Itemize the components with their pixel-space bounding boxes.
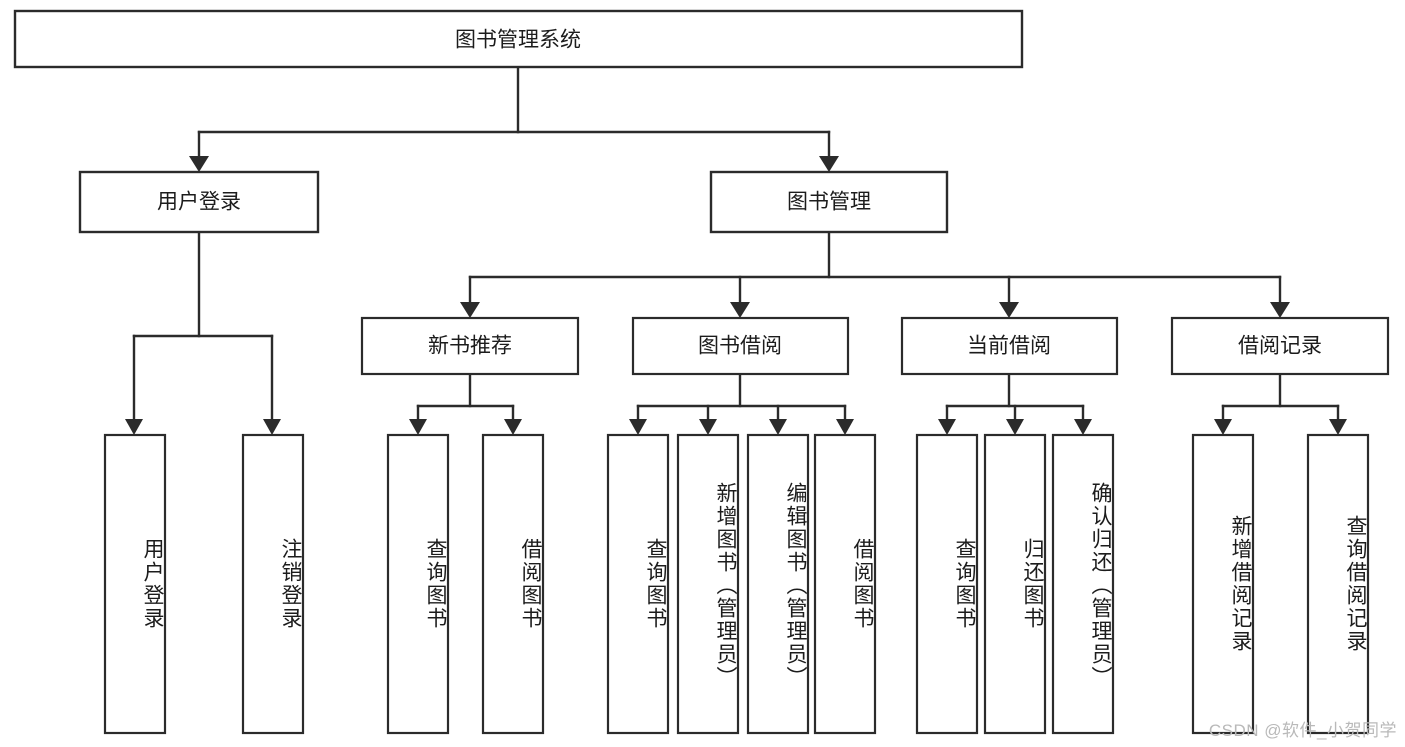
arrowhead-book-child-4 xyxy=(1270,302,1290,318)
leaf-box-user-login[interactable] xyxy=(103,433,167,735)
arrowhead-root-to-user xyxy=(189,156,209,172)
leaf-box-query-book-new[interactable] xyxy=(386,433,450,735)
arrowhead-current-leaf-1 xyxy=(938,419,956,435)
leaf-box-return-book[interactable] xyxy=(983,433,1047,735)
arrowhead-current-leaf-2 xyxy=(1006,419,1024,435)
connector-group-current-borrow xyxy=(938,372,1092,435)
leaf-box-edit-book-admin[interactable] xyxy=(746,433,810,735)
arrowhead-newbook-leaf-1 xyxy=(409,419,427,435)
arrowhead-user-leaf-2 xyxy=(263,419,281,435)
node-book-management-box[interactable] xyxy=(709,170,949,234)
arrowhead-borrow-leaf-2 xyxy=(699,419,717,435)
arrowhead-borrow-leaf-3 xyxy=(769,419,787,435)
node-root-box[interactable] xyxy=(13,9,1024,69)
node-borrow-records[interactable]: 借阅记录 xyxy=(1170,316,1390,376)
node-current-borrow[interactable]: 当前借阅 xyxy=(900,316,1119,376)
leaf-box-borrow-book-new[interactable] xyxy=(481,433,545,735)
node-book-borrow[interactable]: 图书借阅 xyxy=(631,316,850,376)
node-root[interactable]: 图书管理系统 xyxy=(13,9,1024,69)
leaf-box-query-book-current[interactable] xyxy=(915,433,979,735)
arrowhead-newbook-leaf-2 xyxy=(504,419,522,435)
connector-group-root xyxy=(189,65,839,172)
node-borrow-records-box[interactable] xyxy=(1170,316,1390,376)
node-user-login-box[interactable] xyxy=(78,170,320,234)
leaf-box-add-book-admin[interactable] xyxy=(676,433,740,735)
arrowhead-records-leaf-2 xyxy=(1329,419,1347,435)
leaf-box-borrow-book[interactable] xyxy=(813,433,877,735)
arrowhead-records-leaf-1 xyxy=(1214,419,1232,435)
connector-group-records xyxy=(1214,372,1347,435)
node-new-book-recommend[interactable]: 新书推荐 xyxy=(360,316,580,376)
arrowhead-borrow-leaf-4 xyxy=(836,419,854,435)
arrowhead-book-child-1 xyxy=(460,302,480,318)
connector-group-borrow xyxy=(629,372,854,435)
arrowhead-book-child-2 xyxy=(730,302,750,318)
node-book-borrow-box[interactable] xyxy=(631,316,850,376)
node-book-borrow-label: 图书借阅 xyxy=(698,335,782,358)
csdn-watermark: CSDN @软件_小贺同学 xyxy=(1208,721,1397,740)
connector-group-user-login xyxy=(125,230,281,435)
node-current-borrow-label: 当前借阅 xyxy=(967,335,1051,358)
leaf-box-add-borrow-record[interactable] xyxy=(1191,433,1255,735)
node-user-login-label: 用户登录 xyxy=(157,191,241,214)
node-new-book-recommend-box[interactable] xyxy=(360,316,580,376)
arrowhead-borrow-leaf-1 xyxy=(629,419,647,435)
node-book-management[interactable]: 图书管理 xyxy=(709,170,949,234)
node-new-book-recommend-label: 新书推荐 xyxy=(428,335,512,358)
connector-group-book-mgmt xyxy=(460,230,1290,318)
node-borrow-records-label: 借阅记录 xyxy=(1238,335,1322,358)
connector-group-new-book xyxy=(409,372,522,435)
arrowhead-current-leaf-3 xyxy=(1074,419,1092,435)
node-root-label: 图书管理系统 xyxy=(455,29,581,52)
node-current-borrow-box[interactable] xyxy=(900,316,1119,376)
node-user-login[interactable]: 用户登录 xyxy=(78,170,320,234)
leaf-box-query-borrow-record[interactable] xyxy=(1306,433,1370,735)
node-book-management-label: 图书管理 xyxy=(787,191,871,214)
leaf-box-confirm-return-admin[interactable] xyxy=(1051,433,1115,735)
leaf-box-logout[interactable] xyxy=(241,433,305,735)
leaf-box-query-book-borrow[interactable] xyxy=(606,433,670,735)
arrowhead-user-leaf-1 xyxy=(125,419,143,435)
arrowhead-book-child-3 xyxy=(999,302,1019,318)
arrowhead-root-to-book xyxy=(819,156,839,172)
